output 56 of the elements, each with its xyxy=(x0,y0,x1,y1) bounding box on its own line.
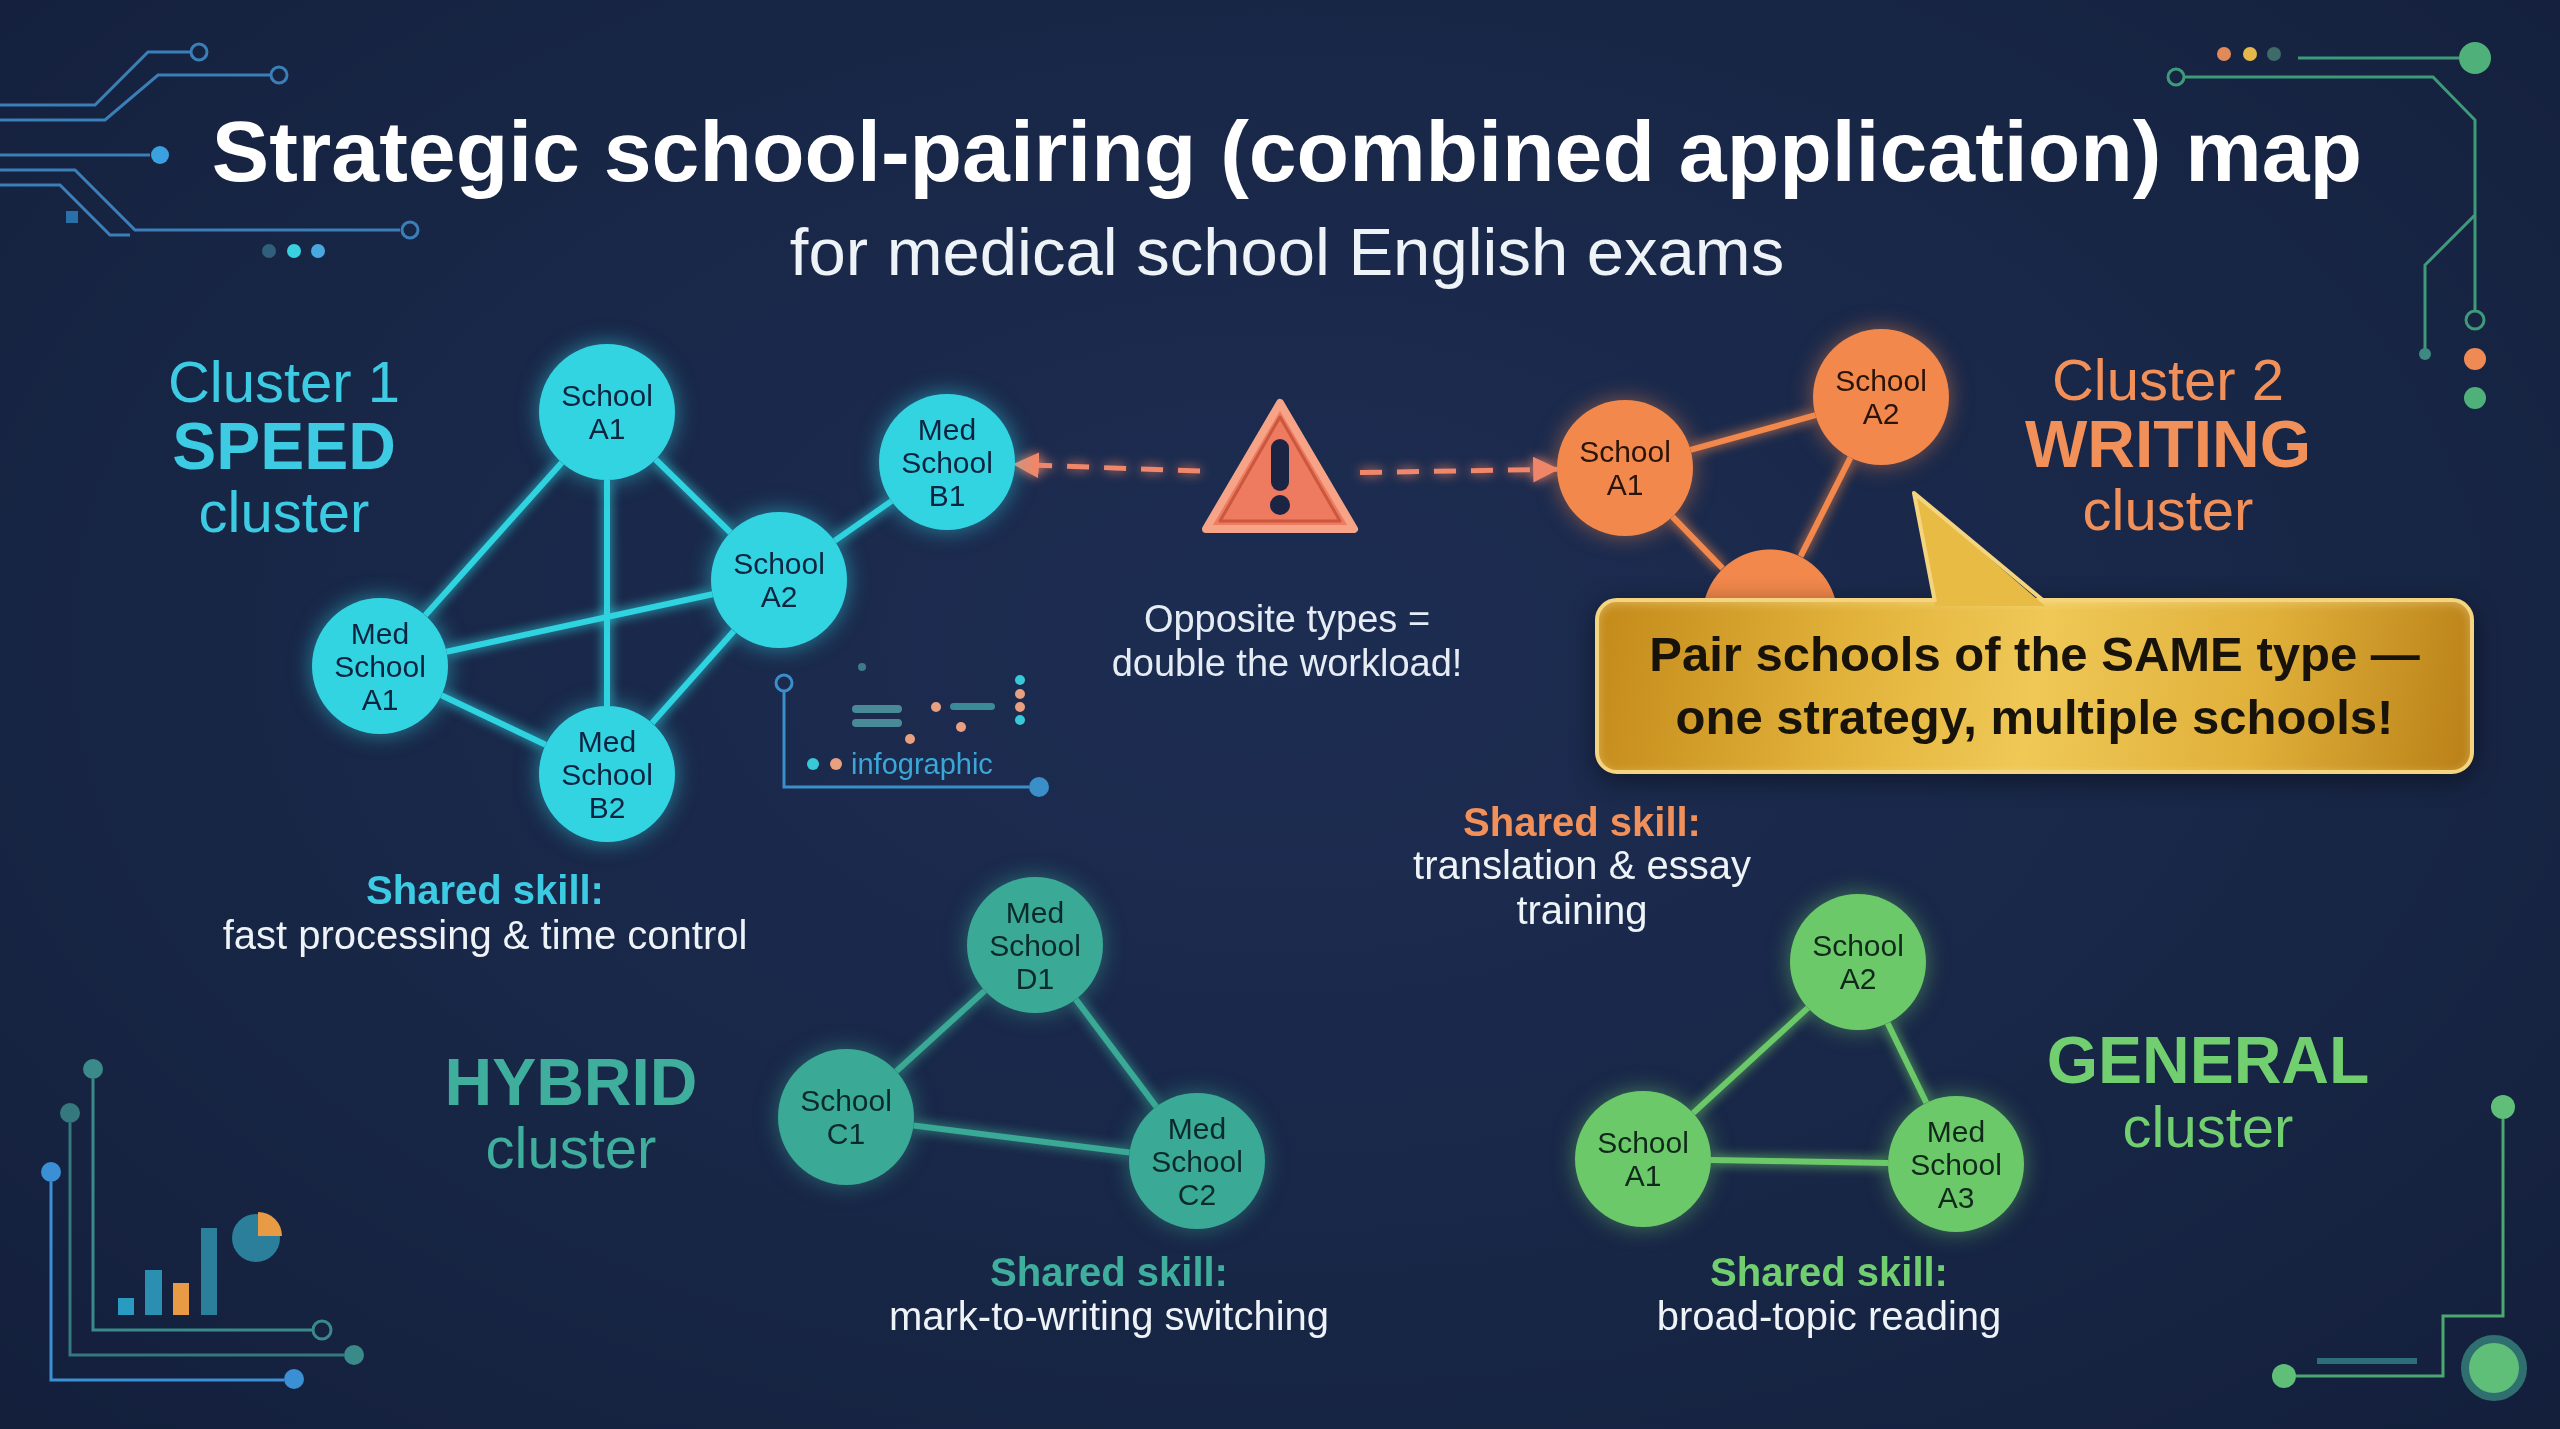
node-label: School A2 xyxy=(732,547,826,613)
node-caption: Opposite types = double the workload! xyxy=(1110,598,1464,686)
connector-line xyxy=(913,1122,1130,1156)
tag-label: infographic xyxy=(851,747,993,781)
connector-line xyxy=(1073,997,1159,1109)
connector-line xyxy=(423,460,564,618)
node-label: School A2 xyxy=(1811,929,1905,995)
skill-heading: Shared skill: xyxy=(1710,1249,1948,1295)
node-label: Med School D1 xyxy=(988,895,1082,995)
connector-line xyxy=(1691,1005,1810,1116)
node-label: Med School C2 xyxy=(1150,1111,1244,1211)
connector-line xyxy=(1670,514,1725,571)
connector-line xyxy=(649,628,737,726)
school-node xyxy=(711,512,847,648)
connector-line xyxy=(653,457,733,535)
connector-line xyxy=(604,480,610,706)
connector-line xyxy=(445,591,714,655)
node-label: School A1 xyxy=(1596,1126,1690,1192)
school-node xyxy=(1888,1096,2024,1232)
skill-description: broad-topic reading xyxy=(1656,1293,2002,1339)
connector-line xyxy=(1710,1157,1889,1166)
subtitle: for medical school English exams xyxy=(789,214,1785,290)
node-label: School A2 xyxy=(1834,364,1928,430)
callout-text: Pair schools of the SAME type — one strategy, multiple schools! xyxy=(1648,626,2421,746)
school-node xyxy=(879,394,1015,530)
connector-line xyxy=(1885,1021,1929,1105)
skill-heading: Shared skill: xyxy=(990,1249,1228,1295)
school-node xyxy=(1557,400,1693,536)
skill-heading: Shared skill: xyxy=(1463,799,1701,845)
school-node xyxy=(967,877,1103,1013)
school-node xyxy=(1129,1093,1265,1229)
school-node xyxy=(1813,329,1949,465)
school-node xyxy=(1790,894,1926,1030)
connector-line xyxy=(1797,456,1854,558)
node-label: Med School A1 xyxy=(333,616,427,716)
node-label: Med School A3 xyxy=(1909,1114,2003,1214)
node-label: School A1 xyxy=(1578,435,1672,501)
node-label: School A1 xyxy=(560,379,654,445)
connector-line xyxy=(1689,412,1817,453)
school-node xyxy=(1575,1091,1711,1227)
skill-heading: Shared skill: xyxy=(366,867,604,913)
connector-line xyxy=(832,498,894,544)
school-node xyxy=(778,1049,914,1185)
skill-description: fast processing & time control xyxy=(222,912,748,958)
title: Strategic school-pairing (combined application) map xyxy=(211,106,2363,197)
node-label: Med School B1 xyxy=(900,412,994,512)
school-node xyxy=(539,344,675,480)
skill-description: translation & essay training xyxy=(1412,843,1752,933)
node-label: Med School B2 xyxy=(560,724,654,824)
school-node xyxy=(539,706,675,842)
node-label: School C1 xyxy=(799,1084,893,1150)
skill-description: mark-to-writing switching xyxy=(888,1293,1330,1339)
school-node xyxy=(312,598,448,734)
connector-line xyxy=(894,988,987,1074)
connector-line xyxy=(440,692,547,748)
callout-banner xyxy=(1595,598,2474,774)
